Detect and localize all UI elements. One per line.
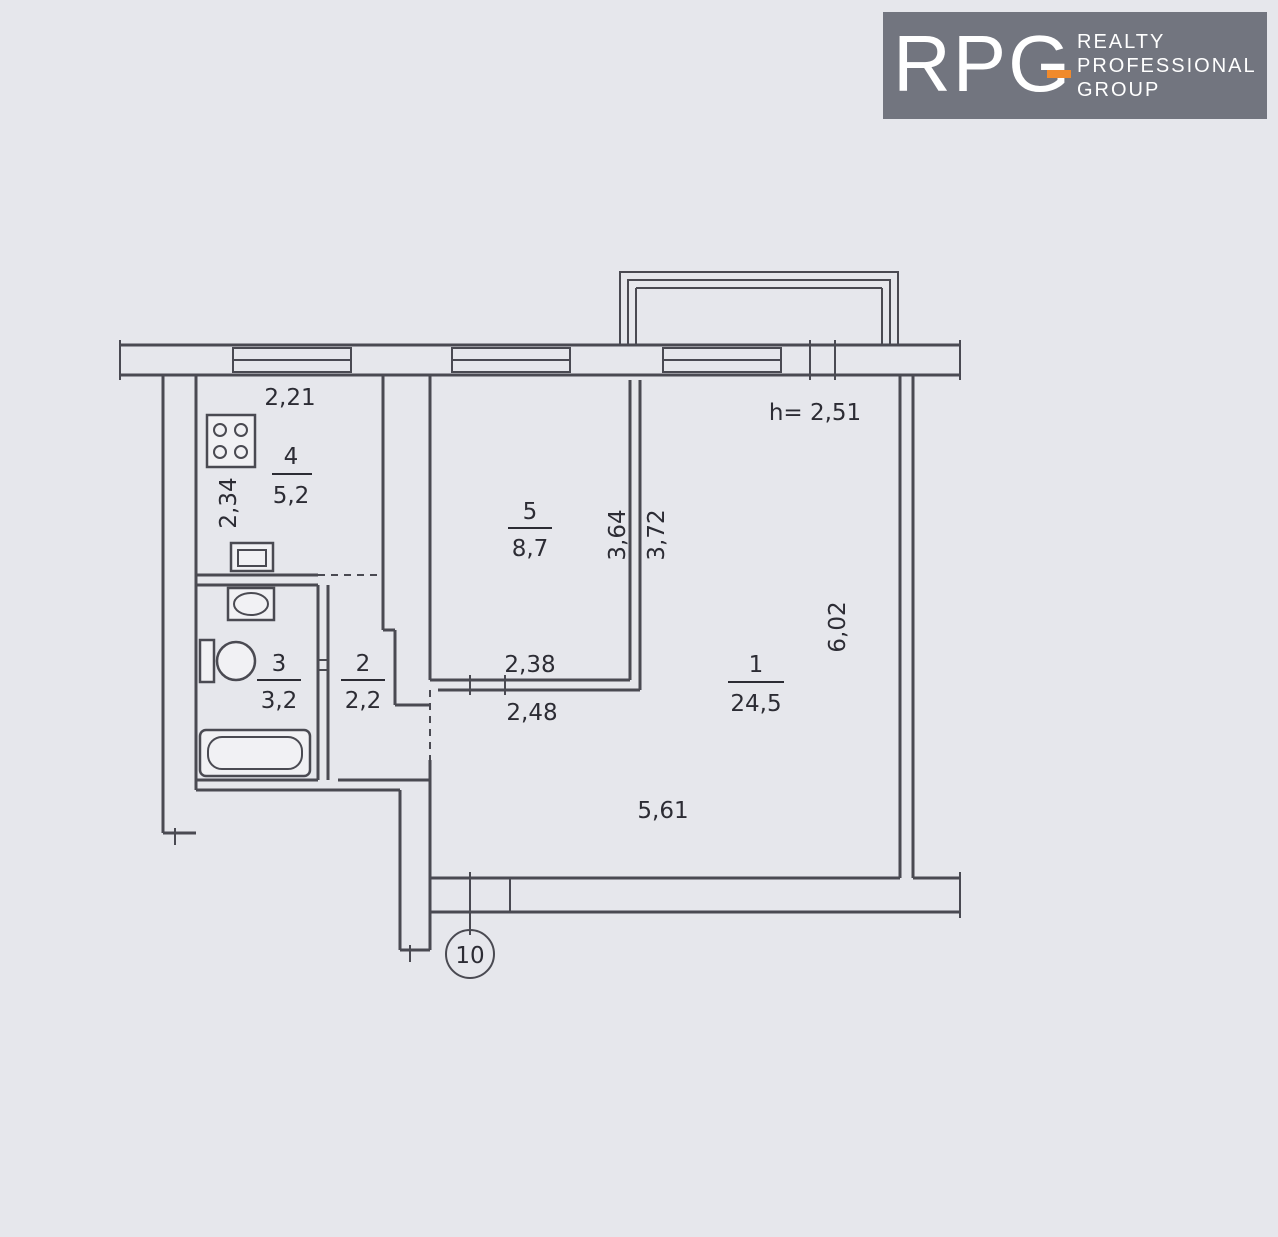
exterior-left-wall	[161, 375, 432, 962]
logo-accent-bar	[1047, 70, 1071, 78]
dim-kitchen-depth: 2,34	[216, 477, 242, 528]
room-area-5: 8,7	[512, 536, 549, 562]
interior-partitions-left	[196, 375, 430, 782]
stove-icon	[205, 413, 257, 469]
room-area-1: 24,5	[730, 691, 781, 717]
ceiling-height: h= 2,51	[769, 400, 861, 426]
bathtub-icon	[198, 728, 312, 778]
room-area-3: 3,2	[261, 688, 298, 714]
exterior-top-wall	[119, 340, 961, 380]
dim-bedroom-depth-inner: 3,64	[605, 509, 631, 560]
room-number-2: 2	[356, 651, 371, 677]
logo-line-professional: PROFESSIONAL	[1077, 55, 1257, 77]
bedroom-walls	[428, 375, 642, 760]
logo-line-realty: REALTY	[1077, 31, 1166, 53]
logo-wordmark: REALTY PROFESSIONAL GROUP	[1077, 30, 1257, 102]
axis-marker-label: 10	[455, 943, 484, 969]
dim-living-width: 5,61	[637, 798, 688, 824]
room-number-5: 5	[523, 499, 538, 525]
living-room-walls	[430, 375, 961, 918]
axis-marker: 10	[445, 912, 495, 979]
rpg-logo: RPG REALTY PROFESSIONAL GROUP	[883, 12, 1267, 119]
room-area-2: 2,2	[345, 688, 382, 714]
room-label-1: 1 24,5	[728, 652, 784, 717]
room-label-3: 3 3,2	[257, 651, 301, 714]
room-label-2: 2 2,2	[341, 651, 385, 714]
room-area-4: 5,2	[273, 483, 310, 509]
toilet-icon	[198, 638, 257, 684]
logo-line-group: GROUP	[1077, 79, 1161, 101]
dim-kitchen-width: 2,21	[264, 385, 315, 411]
kitchen-sink-icon	[229, 541, 275, 573]
room-number-4: 4	[284, 444, 299, 470]
room-number-3: 3	[272, 651, 287, 677]
dim-bedroom-width-outer: 2,48	[506, 700, 557, 726]
room-label-4: 4 5,2	[272, 444, 312, 509]
room-number-1: 1	[749, 652, 764, 678]
dim-living-depth: 6,02	[825, 601, 851, 652]
room-label-5: 5 8,7	[508, 499, 552, 562]
washbasin-icon	[226, 586, 276, 622]
dim-bedroom-depth-outer: 3,72	[644, 509, 670, 560]
balcony	[619, 271, 899, 345]
logo-mark: RPG	[893, 19, 1073, 108]
dim-bedroom-width-inner: 2,38	[504, 652, 555, 678]
